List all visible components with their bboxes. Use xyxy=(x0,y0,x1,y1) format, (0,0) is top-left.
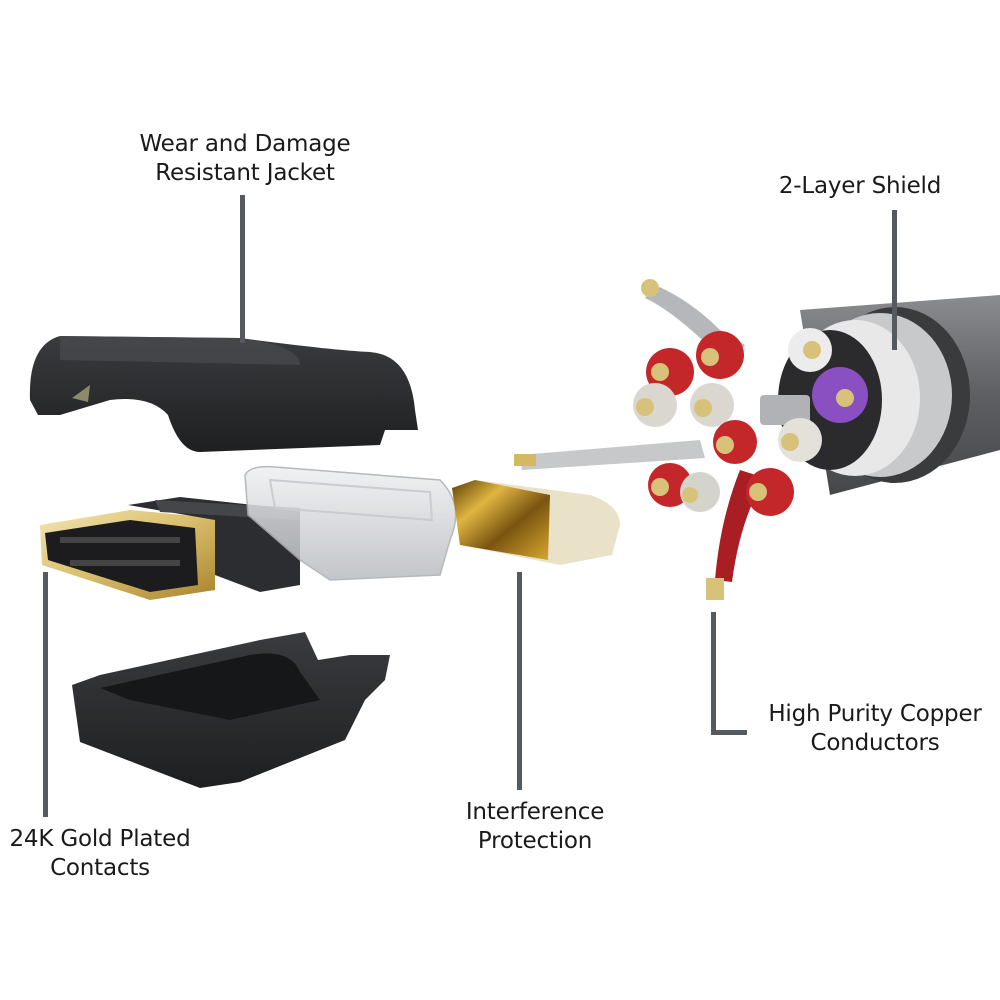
bottom-jacket-shell xyxy=(72,632,390,788)
leader-line-conductors xyxy=(711,612,716,734)
callout-shield-line1: 2-Layer Shield xyxy=(778,173,942,199)
clear-inner-housing xyxy=(244,465,457,581)
callout-conductors: High Purity Copper Conductors xyxy=(750,700,1000,758)
leader-line-interference xyxy=(517,572,522,790)
callout-jacket-line1: Wear and Damage xyxy=(139,131,351,157)
callout-contacts: 24K Gold Plated Contacts xyxy=(0,825,200,883)
callout-contacts-line1: 24K Gold Plated xyxy=(9,826,191,852)
callout-conductors-line2: Conductors xyxy=(810,730,940,756)
callout-conductors-line1: High Purity Copper xyxy=(768,701,982,727)
cable-with-exposed-conductors xyxy=(514,279,1000,600)
leader-line-jacket xyxy=(240,195,245,343)
callout-shield: 2-Layer Shield xyxy=(760,172,960,201)
callout-interference-line1: Interference xyxy=(465,799,605,825)
callout-interference-line2: Protection xyxy=(477,828,593,854)
leader-line-shield xyxy=(892,210,897,350)
leader-line-conductors-h xyxy=(711,730,747,735)
callout-jacket-line2: Resistant Jacket xyxy=(155,160,335,186)
leader-line-contacts xyxy=(43,572,48,817)
callout-interference: Interference Protection xyxy=(440,798,630,856)
callout-contacts-line2: Contacts xyxy=(50,855,150,881)
gold-interference-shield xyxy=(452,480,620,565)
callout-jacket: Wear and Damage Resistant Jacket xyxy=(110,130,380,188)
top-jacket-shell xyxy=(29,336,418,452)
